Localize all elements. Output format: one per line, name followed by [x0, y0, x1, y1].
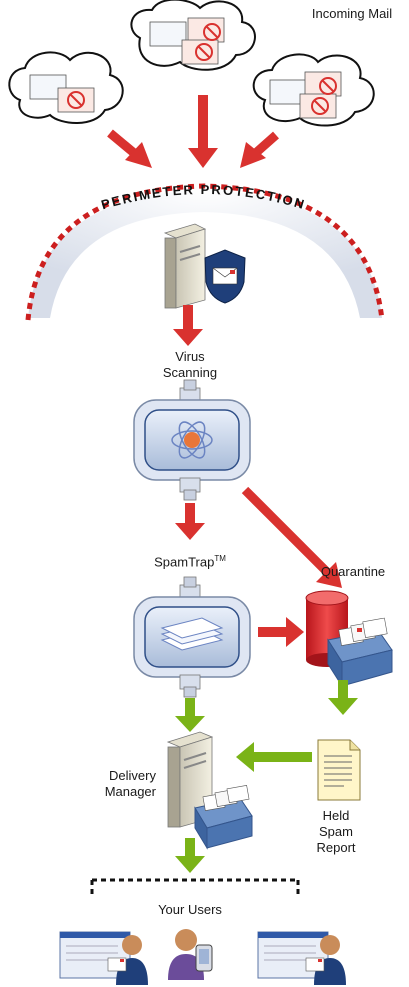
- mail-cloud-icon: [252, 53, 375, 127]
- arrow-to-spamtrap: [175, 503, 205, 540]
- mail-cloud-icon: [130, 0, 256, 71]
- shield-mail-icon: [204, 249, 246, 304]
- arrow-to-virus: [173, 305, 203, 346]
- spamtrap-label-text: SpamTrap: [154, 554, 215, 570]
- document-icon: [317, 739, 361, 801]
- users-bracket: [90, 878, 300, 896]
- arrow-to-users: [175, 838, 205, 873]
- trademark-mark: TM: [214, 554, 226, 563]
- delivery-label-line2: Manager: [104, 784, 156, 799]
- arrow-quarantine-down: [328, 680, 358, 715]
- user-icon: [59, 931, 148, 985]
- server-icon: [163, 223, 207, 309]
- mail-cloud-icon: [8, 51, 124, 124]
- incoming-mail-label: Incoming Mail: [311, 6, 393, 21]
- spamtrap-label: SpamTrapTM: [140, 551, 240, 570]
- perimeter-dashed-arc: [25, 183, 385, 321]
- held-label-line2: Spam: [319, 824, 353, 839]
- arrow-spamtrap-to-delivery: [175, 698, 205, 732]
- user-icon: [257, 931, 346, 985]
- filter-device-icon: [133, 576, 251, 698]
- arrow-cloud-center: [188, 95, 218, 168]
- mail-tray-icon: [194, 785, 253, 850]
- arrow-cloud-right: [240, 131, 279, 168]
- arrow-spamtrap-to-quarantine: [258, 617, 304, 647]
- your-users-label: Your Users: [158, 902, 222, 917]
- arrow-report-to-delivery: [236, 742, 312, 772]
- arrow-to-quarantine: [241, 486, 342, 588]
- delivery-manager-label: Delivery Manager: [66, 768, 156, 800]
- virus-label-line1: Virus: [175, 349, 205, 364]
- virus-label-line2: Scanning: [162, 365, 218, 380]
- held-label-line3: Report: [316, 840, 356, 855]
- quarantine-database-icon: [305, 590, 393, 688]
- filter-device-icon: [133, 379, 251, 501]
- virus-scanning-label: Virus Scanning: [140, 349, 240, 381]
- arrow-cloud-left: [107, 129, 152, 168]
- held-label-line1: Held: [322, 808, 350, 823]
- perimeter-dome: [28, 190, 382, 318]
- delivery-label-line1: Delivery: [109, 768, 156, 783]
- held-spam-report-label: Held Spam Report: [306, 808, 366, 856]
- user-icon: [168, 929, 213, 980]
- quarantine-label: Quarantine: [320, 564, 386, 579]
